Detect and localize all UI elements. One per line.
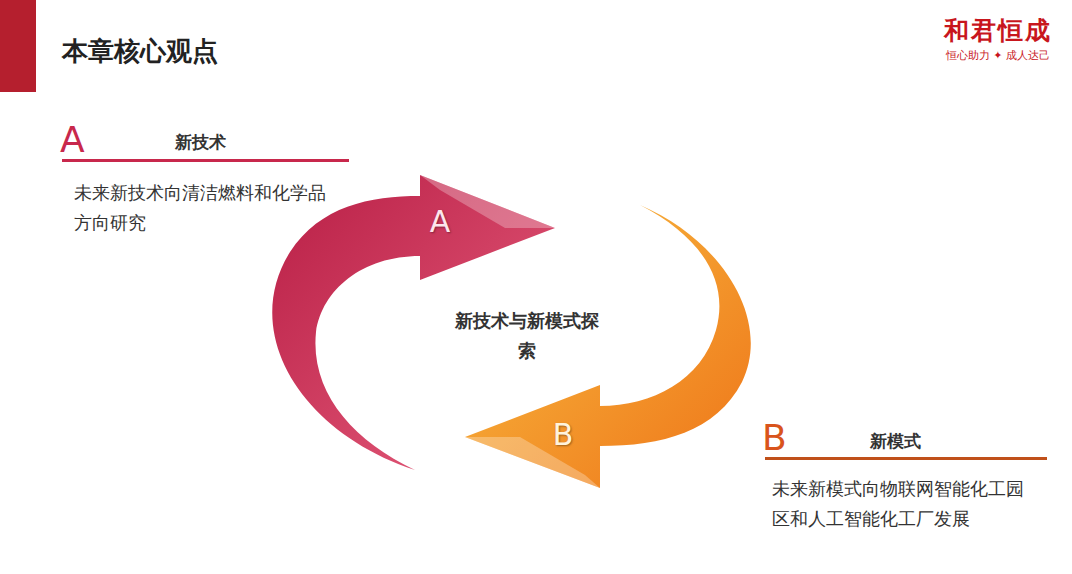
underline-a <box>62 159 349 162</box>
underline-b <box>765 457 1047 460</box>
slide-title: 本章核心观点 <box>62 34 218 69</box>
header-bar <box>0 0 36 92</box>
center-label: 新技术与新模式探索 <box>452 306 602 366</box>
logo-slogan: 恒心助力 ✦ 成人达己 <box>946 48 1050 63</box>
arrow-b-shape <box>455 195 785 495</box>
section-body: 未来新模式向物联网智能化工园区和人工智能化工厂发展 <box>772 474 1028 534</box>
arrow-letter: B <box>553 420 574 450</box>
arrow-letter: A <box>430 207 451 237</box>
section-letter: B <box>762 420 787 456</box>
section-heading: 新模式 <box>870 430 921 453</box>
logo-name: 和君恒成 <box>944 14 1052 47</box>
section-letter: A <box>60 122 85 158</box>
arrow-b: B <box>455 195 785 495</box>
section-body: 未来新技术向清洁燃料和化学品方向研究 <box>74 178 326 238</box>
section-heading: 新技术 <box>175 131 226 154</box>
